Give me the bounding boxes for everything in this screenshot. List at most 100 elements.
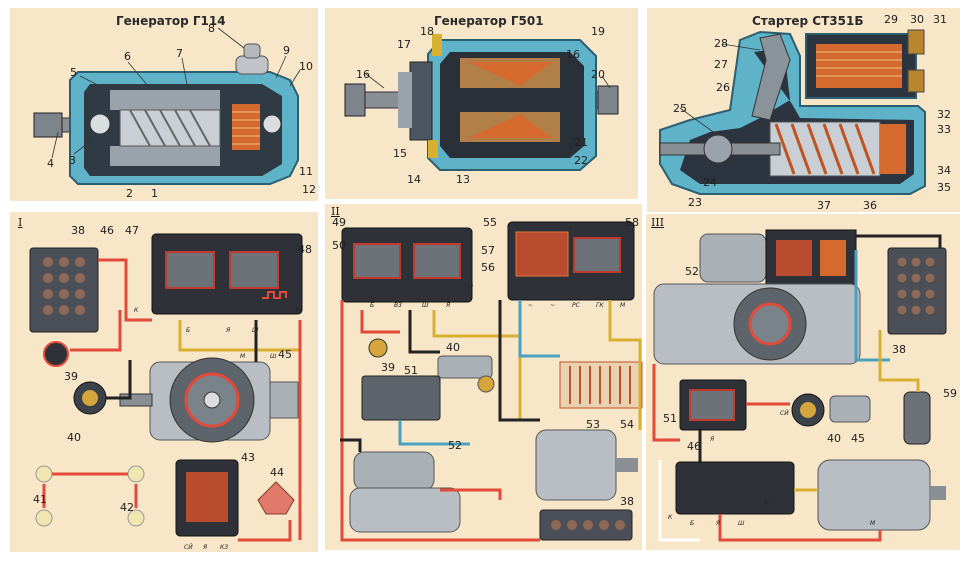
callout-14: 14 <box>407 173 421 186</box>
diagram-3-numeral: III <box>651 216 665 229</box>
diagram-3-drawing <box>652 229 947 542</box>
callout-21: 21 <box>574 136 588 149</box>
panel-title-st351b: Стартер СТ351Б <box>752 14 864 28</box>
d1-terminal-b: Б <box>186 327 191 334</box>
d3-terminal-sy: СЙ <box>780 410 789 417</box>
callout-34: 34 <box>937 164 951 177</box>
callout-10: 10 <box>299 60 313 73</box>
callout-3: 3 <box>69 154 76 167</box>
d2-terminal-b: Б <box>370 302 375 309</box>
d3-callout-51: 51 <box>663 412 677 425</box>
callout-12: 12 <box>302 183 316 196</box>
callout-18: 18 <box>420 25 434 38</box>
d3-callout-59: 59 <box>943 387 957 400</box>
d2-callout-38: 38 <box>620 495 634 508</box>
d3-callout-52: 52 <box>685 265 699 278</box>
d1-terminal-sh: Ш <box>252 327 259 334</box>
callout-27: 27 <box>714 58 728 71</box>
d2-callout-55: 55 <box>483 216 497 229</box>
callout-24: 24 <box>703 176 717 189</box>
d2-terminal-rs: РС <box>572 302 580 309</box>
callout-22: 22 <box>574 154 588 167</box>
callout-25: 25 <box>673 102 687 115</box>
d1-callout-46: 46 <box>100 224 114 237</box>
d2-callout-54: 54 <box>620 418 634 431</box>
d1-terminal-sy: СЙ <box>184 544 193 551</box>
d1-terminal-m2: М <box>240 353 246 360</box>
generator-g501-drawing <box>344 34 619 171</box>
callout-36: 36 <box>863 199 877 212</box>
d1-terminal-m: М <box>296 307 302 314</box>
d2-terminal-ya: Я <box>446 302 451 309</box>
d1-callout-39: 39 <box>64 370 78 383</box>
d1-callout-48: 48 <box>298 243 312 256</box>
callout-33: 33 <box>937 123 951 136</box>
d1-callout-42: 42 <box>120 501 134 514</box>
d3-terminal-k: К <box>668 514 673 521</box>
callout-13: 13 <box>456 173 470 186</box>
panel-title-g114: Генератор Г114 <box>116 14 226 28</box>
callout-8: 8 <box>208 22 215 35</box>
d3-callout-38: 38 <box>892 343 906 356</box>
generator-g114-drawing <box>33 43 299 185</box>
callout-7: 7 <box>176 47 183 60</box>
d1-callout-44: 44 <box>270 466 284 479</box>
d2-callout-56: 56 <box>481 261 495 274</box>
callout-15: 15 <box>393 147 407 160</box>
d3-callout-45: 45 <box>851 432 865 445</box>
callout-23: 23 <box>688 196 702 209</box>
callout-9: 9 <box>283 44 290 57</box>
callout-4: 4 <box>47 157 54 170</box>
d1-terminal-ya2: Я <box>203 544 208 551</box>
callout-6: 6 <box>124 50 131 63</box>
callout-2: 2 <box>126 187 133 200</box>
d3-terminal-ya2: Я <box>710 436 715 443</box>
d2-terminal-m2: М <box>620 302 626 309</box>
d1-callout-43: 43 <box>241 451 255 464</box>
d2-terminal-ac1: ~ <box>528 302 534 309</box>
d1-terminal-sh2: Ш <box>270 353 277 360</box>
d1-callout-45: 45 <box>278 348 292 361</box>
d2-callout-39: 39 <box>381 361 395 374</box>
d2-callout-51: 51 <box>404 364 418 377</box>
d3-terminal-kg: КГ <box>764 500 772 507</box>
d2-terminal-gk: ГК <box>596 302 604 309</box>
d1-terminal-ya: Я <box>226 327 231 334</box>
d2-terminal-sh: Ш <box>422 302 429 309</box>
d1-terminal-k: К <box>134 307 139 314</box>
callout-28: 28 <box>714 37 728 50</box>
d3-terminal-m: М <box>870 520 876 527</box>
callout-5: 5 <box>70 66 77 79</box>
callout-16-right: 16 <box>566 48 580 61</box>
d2-callout-40: 40 <box>446 341 460 354</box>
d2-callout-53: 53 <box>586 418 600 431</box>
callout-19: 19 <box>591 25 605 38</box>
d2-callout-58: 58 <box>625 216 639 229</box>
d2-callout-50: 50 <box>332 239 346 252</box>
callout-26: 26 <box>716 81 730 94</box>
d3-callout-46: 46 <box>687 440 701 453</box>
callout-37: 37 <box>817 199 831 212</box>
diagram-1-numeral: I <box>18 216 23 229</box>
diagram-2-drawing <box>340 221 643 542</box>
d2-terminal-vz: В3 <box>394 302 402 309</box>
d3-terminal-ya: Я <box>716 520 721 527</box>
d2-terminal-m: М <box>468 284 474 291</box>
d2-callout-49: 49 <box>332 216 346 229</box>
callout-11: 11 <box>299 165 313 178</box>
d1-terminal-kz: КЗ <box>220 544 229 551</box>
diagram-1-drawing <box>29 233 303 542</box>
callout-29: 29 <box>884 13 898 26</box>
d2-terminal-ac2: ~ <box>550 302 556 309</box>
diagram-2-numeral: II <box>331 205 340 218</box>
callout-1: 1 <box>151 187 158 200</box>
callout-30: 30 <box>910 13 924 26</box>
d1-callout-40: 40 <box>67 431 81 444</box>
callout-31: 31 <box>933 13 947 26</box>
callout-35: 35 <box>937 181 951 194</box>
d2-callout-52: 52 <box>448 439 462 452</box>
starter-st351b-drawing <box>659 29 926 195</box>
callout-16-left: 16 <box>356 68 370 81</box>
